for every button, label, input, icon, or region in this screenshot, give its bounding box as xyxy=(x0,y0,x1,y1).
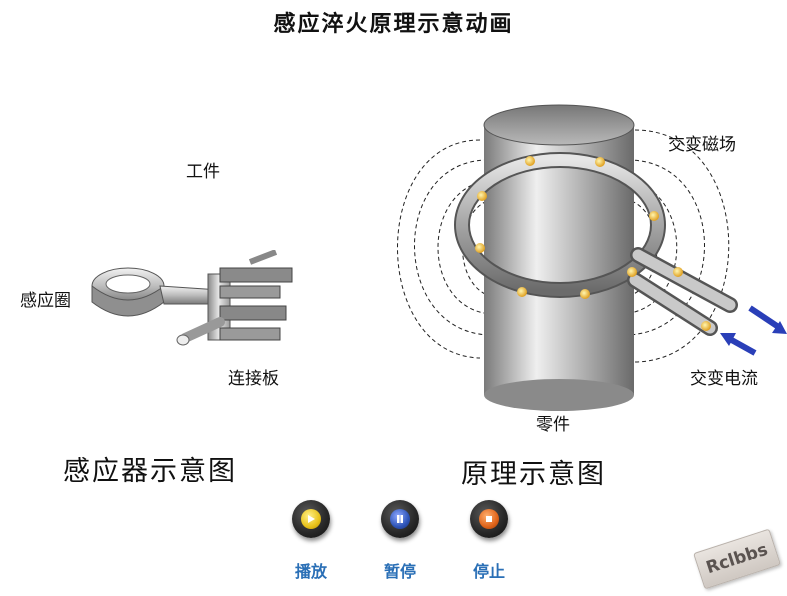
pause-label[interactable]: 暂停 xyxy=(383,562,416,581)
workpiece-label: 工件 xyxy=(186,162,220,182)
watermark-logo: Rclbbs xyxy=(693,528,781,590)
pause-button[interactable] xyxy=(381,500,419,538)
inductor-illustration xyxy=(91,250,293,346)
workpiece-cylinder xyxy=(483,104,635,411)
page-title: 感应淬火原理示意动画 xyxy=(273,11,514,37)
pause-icon xyxy=(390,509,410,529)
cooling-tube-shape xyxy=(176,317,225,346)
induction-coil-shape xyxy=(91,267,165,317)
play-icon xyxy=(301,509,321,529)
connector-label: 连接板 xyxy=(228,369,279,389)
magnetic-field-label: 交变磁场 xyxy=(668,135,736,155)
stop-button[interactable] xyxy=(470,500,508,538)
induction-coil-ring xyxy=(454,152,738,336)
inductor-label: 感应圈 xyxy=(20,291,71,311)
stop-label[interactable]: 停止 xyxy=(472,562,505,581)
principle-diagram-caption: 原理示意图 xyxy=(461,459,606,490)
inductor-diagram-caption: 感应器示意图 xyxy=(63,456,237,487)
play-button[interactable] xyxy=(292,500,330,538)
alternating-current-label: 交变电流 xyxy=(690,369,758,389)
play-label[interactable]: 播放 xyxy=(294,562,327,581)
current-dots xyxy=(475,156,711,331)
stop-icon xyxy=(479,509,499,529)
part-label: 零件 xyxy=(536,415,570,435)
principle-illustration xyxy=(397,104,787,411)
current-arrows xyxy=(720,305,787,356)
